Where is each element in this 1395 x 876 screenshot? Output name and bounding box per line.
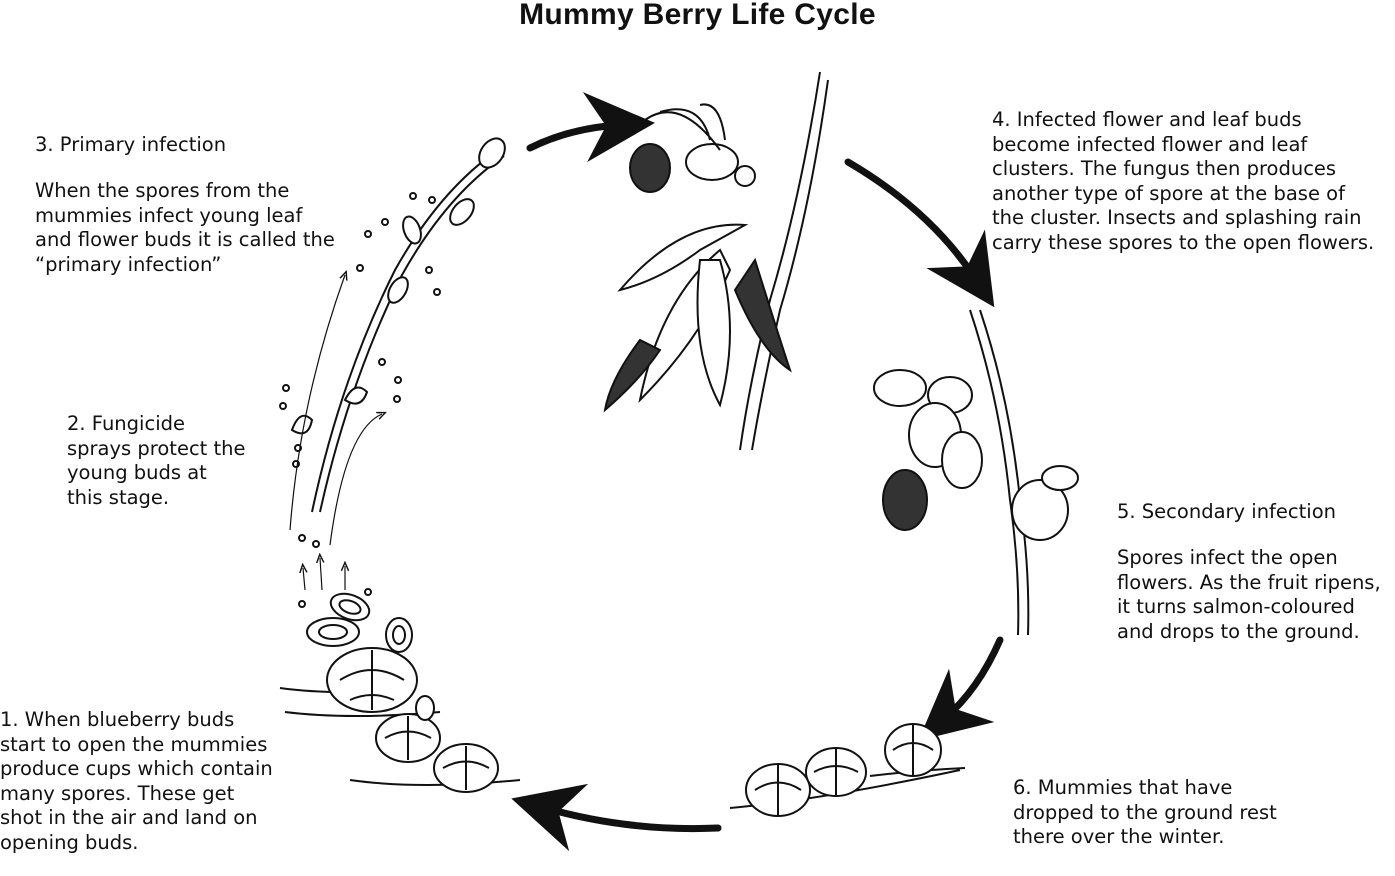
stage-3-heading: 3. Primary infection (35, 133, 226, 156)
stage-3-primary-infection: 3. Primary infection When the spores fro… (35, 108, 365, 302)
stage-5-description: Spores infect the open flowers. As the f… (1117, 546, 1392, 644)
bee (630, 104, 755, 192)
stage-5-heading: 5. Secondary infection (1117, 500, 1336, 523)
mummies-with-cups (280, 589, 520, 792)
stage-4-infected-clusters: 4. Infected flower and leaf buds become … (992, 108, 1392, 255)
arrow-3-to-4 (530, 125, 620, 148)
stage-3-description: When the spores from the mummies infect … (35, 179, 365, 277)
arrow-5-to-6 (945, 640, 1000, 718)
stage-5-secondary-infection: 5. Secondary infection Spores infect the… (1117, 475, 1392, 669)
open-flowers (874, 310, 1078, 635)
stage-2-fungicide: 2. Fungicide sprays protect the young bu… (67, 412, 277, 510)
stage-6-overwintering: 6. Mummies that have dropped to the grou… (1013, 776, 1313, 850)
stage-1-spore-release: 1. When blueberry buds start to open the… (0, 708, 290, 855)
resting-mummies (730, 724, 965, 816)
infected-cluster (605, 72, 828, 450)
arrow-6-to-1 (545, 808, 718, 829)
arrow-4-to-5 (848, 162, 975, 278)
cycle-arrows (530, 125, 1000, 829)
